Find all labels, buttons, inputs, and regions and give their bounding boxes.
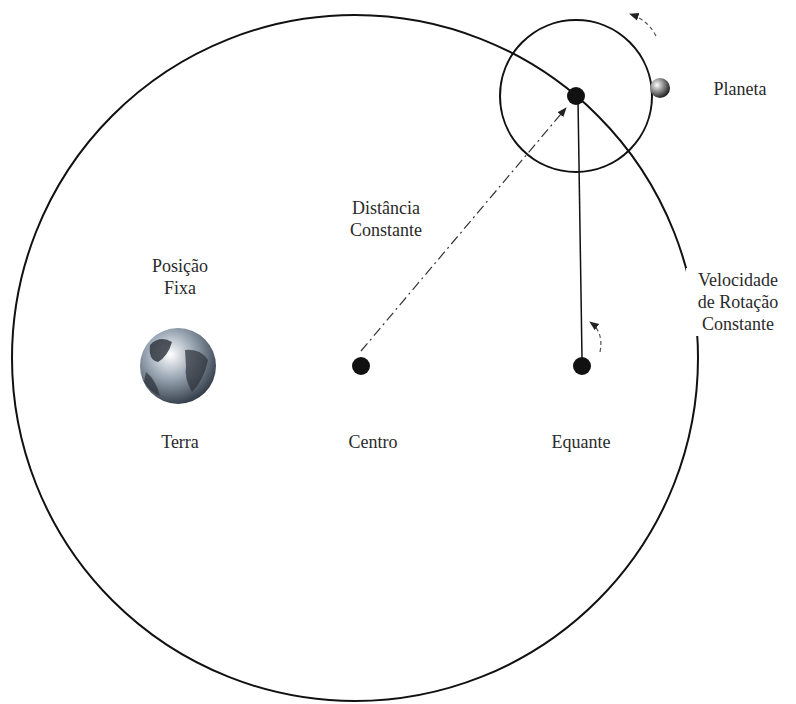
- rotation-arrow: [630, 14, 656, 36]
- distance-label: Distância Constante: [332, 196, 440, 242]
- fixed-position-label: Posição Fixa: [141, 254, 219, 300]
- epicycle-centre-dot: [567, 87, 585, 105]
- equant-label: Equante: [534, 430, 628, 454]
- equant-line: [578, 100, 582, 358]
- earth-globe: [140, 328, 216, 404]
- earth-label: Terra: [138, 430, 222, 454]
- centre-dot: [352, 357, 370, 375]
- rotation-arrow: [590, 322, 601, 352]
- deferent-circle: [12, 15, 698, 701]
- equant-dot: [573, 357, 591, 375]
- centre-label: Centro: [331, 430, 415, 454]
- epicycle-circle: [500, 20, 652, 172]
- planet-sphere: [650, 78, 670, 98]
- planet-label: Planeta: [693, 77, 787, 101]
- speed-label: Velocidade de Rotação Constante: [686, 268, 790, 336]
